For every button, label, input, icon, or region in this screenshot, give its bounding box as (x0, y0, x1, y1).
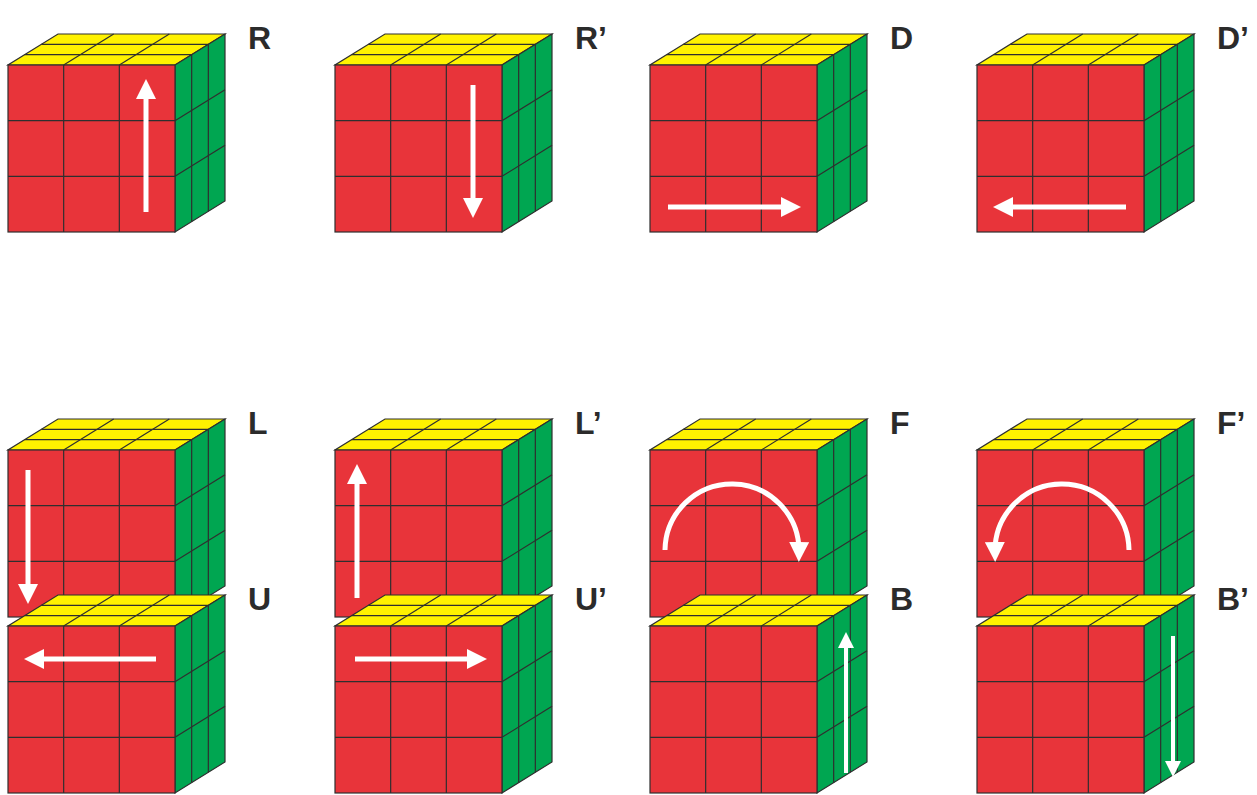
move-label: B (890, 580, 913, 618)
turn-arrow (34, 657, 156, 662)
cube (335, 595, 552, 793)
turn-arrow (355, 657, 477, 662)
move-label: L’ (575, 404, 602, 442)
move-label: F’ (1217, 404, 1245, 442)
cube (8, 419, 225, 617)
turn-arrow (355, 474, 360, 598)
turn-arrow (668, 205, 791, 210)
move-label: L (248, 404, 268, 442)
turn-arrow (995, 484, 1129, 552)
move-label: U (248, 580, 271, 618)
cube (977, 419, 1194, 617)
cube (650, 419, 867, 617)
cube (8, 34, 225, 232)
cube (650, 595, 867, 793)
move-label: D (890, 19, 913, 57)
move-label: D’ (1217, 19, 1249, 57)
cube (977, 34, 1194, 232)
turn-arrow (144, 89, 149, 212)
cube (650, 34, 867, 232)
cube (335, 419, 552, 617)
turn-arrow (665, 484, 799, 552)
move-label: R’ (575, 19, 607, 57)
turn-arrow (26, 470, 31, 594)
move-label: R (248, 19, 271, 57)
cube (335, 34, 552, 232)
turn-arrow (471, 85, 476, 208)
move-label: B’ (1217, 580, 1249, 618)
cube (977, 595, 1194, 793)
turn-arrow (1003, 205, 1126, 210)
move-label: U’ (575, 580, 607, 618)
turn-arrow (1171, 636, 1175, 769)
move-label: F (890, 404, 910, 442)
turn-arrow (844, 640, 848, 773)
cube (8, 595, 225, 793)
